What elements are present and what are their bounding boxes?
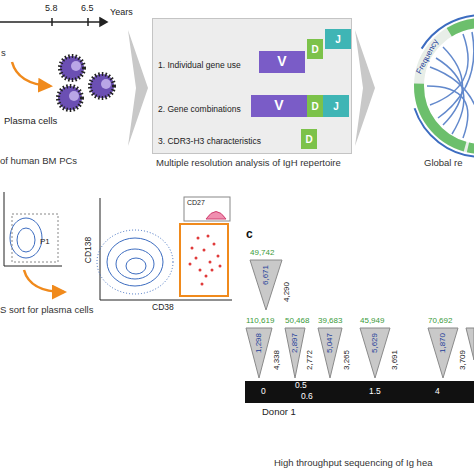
gene-segment: J xyxy=(323,95,349,117)
gene-letter: J xyxy=(333,101,339,112)
gene-letter: D xyxy=(311,101,318,112)
clone-triangle: 45,9495,6293,691 xyxy=(360,328,402,378)
plasma-cell xyxy=(58,56,114,110)
facs-plot xyxy=(4,192,62,266)
clone-count: 1,870 xyxy=(439,333,448,353)
axis-tick: 5.8 xyxy=(45,4,58,14)
gene-letter: V xyxy=(277,54,286,69)
unique-count: 3,691 xyxy=(391,350,400,370)
read-count: 70,692 xyxy=(428,317,452,326)
gene-letter: D xyxy=(305,134,312,145)
read-count: 45,949 xyxy=(360,317,384,326)
scatter-plot xyxy=(97,197,232,300)
donor-label: Donor 1 xyxy=(262,407,296,417)
clone-triangle: 39,6835,0473,265 xyxy=(318,328,354,378)
axis-label: CD138 xyxy=(84,237,93,263)
sort-arrow xyxy=(24,270,64,292)
marker-label: CD27 xyxy=(187,199,205,207)
gene-segment: V xyxy=(259,51,305,73)
gene-segment: J xyxy=(325,29,351,49)
gene-segment: D xyxy=(307,95,323,117)
caption-fragment: s xyxy=(1,48,6,58)
timepoint-label: 0.5 xyxy=(295,381,307,390)
clone-triangle: 49,7426,6714,290 xyxy=(250,260,294,310)
cell-label: Plasma cells xyxy=(4,116,57,126)
step-label: 1. Individual gene use xyxy=(158,61,241,70)
step-label: 3. CDR3-H3 characteristics xyxy=(158,137,261,146)
timepoint-bar: 0 0.5 0.6 1.5 4 xyxy=(245,381,474,403)
flow-chevron xyxy=(355,30,375,146)
read-count: 110,619 xyxy=(246,317,274,326)
analysis-panel: 1. Individual gene use 2. Gene combinatio… xyxy=(152,18,352,154)
panel-caption: Multiple resolution analysis of IgH repe… xyxy=(156,158,341,168)
clone-triangle xyxy=(466,328,474,360)
gene-segment: D xyxy=(301,129,317,149)
timeline xyxy=(0,18,107,26)
clone-count: 1,298 xyxy=(255,333,264,353)
clone-triangle: 70,6921,8703,709 xyxy=(428,328,470,378)
clone-count: 6,671 xyxy=(262,265,271,285)
flow-chevron xyxy=(128,30,148,146)
panel-caption: of human BM PCs xyxy=(0,156,77,166)
panel-caption: S sort for plasma cells xyxy=(0,305,93,315)
unique-count: 3,265 xyxy=(343,350,352,370)
clone-triangle: 110,6191,2984,338 xyxy=(246,328,284,378)
gene-segment: V xyxy=(251,95,307,117)
panel-caption: High throughput sequencing of Ig hea xyxy=(274,458,432,468)
timepoint-label: 0 xyxy=(261,387,266,396)
unique-count: 3,709 xyxy=(459,350,468,370)
unique-count: 4,338 xyxy=(273,350,282,370)
ring-label: Frequency xyxy=(415,38,441,76)
gene-letter: J xyxy=(335,34,341,45)
gene-segment: D xyxy=(307,39,323,59)
timepoint-label: 1.5 xyxy=(369,387,381,396)
read-count: 50,468 xyxy=(285,317,309,326)
gene-letter: D xyxy=(311,44,318,55)
axis-label: CD38 xyxy=(152,303,174,312)
clone-count: 2,897 xyxy=(291,333,300,353)
unique-count: 2,772 xyxy=(306,350,315,370)
timepoint-label: 0.6 xyxy=(301,392,313,401)
read-count: 39,683 xyxy=(318,317,342,326)
gene-letter: V xyxy=(274,98,283,113)
clone-count: 5,047 xyxy=(326,333,335,353)
sort-arrow xyxy=(12,62,50,86)
clone-triangle: 50,4682,8972,772 xyxy=(285,328,317,378)
circos-plot xyxy=(411,15,474,157)
clone-count: 5,629 xyxy=(371,333,380,353)
axis-tick: 6.5 xyxy=(81,4,94,14)
panel-caption: Global re xyxy=(424,158,463,168)
timepoint-label: 4 xyxy=(435,387,440,396)
gate-label: P1 xyxy=(40,238,50,247)
axis-unit: Years xyxy=(110,8,133,18)
unique-count: 4,290 xyxy=(283,282,292,302)
read-count: 49,742 xyxy=(250,249,274,258)
panel-letter: c xyxy=(246,228,253,241)
step-label: 2. Gene combinations xyxy=(158,105,241,114)
